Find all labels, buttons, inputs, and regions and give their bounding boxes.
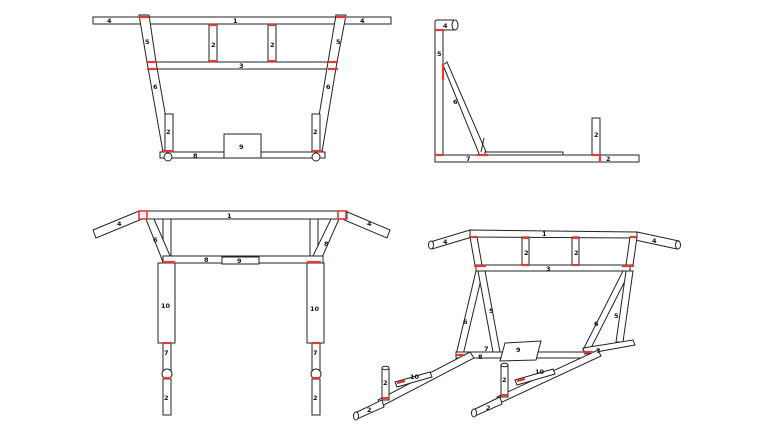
label-4: 4 [652,237,657,245]
label-10: 10 [535,368,545,376]
label-6: 6 [453,98,458,106]
top-bar-1 [138,210,348,220]
label-2: 2 [313,128,318,136]
label-2: 2 [574,249,579,257]
label-1: 1 [233,17,238,25]
label-9: 9 [239,143,244,151]
label-7: 7 [484,345,489,353]
label-8: 8 [478,353,483,361]
iso-right-upper [625,236,638,266]
label-5: 5 [489,307,494,315]
iso-left-plate-10 [394,371,433,388]
label-2: 2 [524,249,529,257]
iso-left-wing [429,229,473,250]
label-10: 10 [410,373,420,381]
iso-left-upper [469,236,483,266]
iso-bar-3 [475,264,631,272]
label-10: 10 [310,305,320,313]
label-2: 2 [594,131,599,139]
label-1: 1 [542,230,547,238]
label-6: 6 [463,318,468,326]
label-4: 4 [443,22,448,30]
top-view: 4 4 1 6 8 8 9 10 10 7 7 2 2 [92,210,391,416]
label-5: 5 [145,38,150,46]
label-8: 8 [193,152,198,160]
label-8: 8 [204,256,209,264]
label-7: 7 [596,347,601,355]
front-left-tube-end [163,152,173,162]
label-9: 9 [237,257,242,265]
label-2: 2 [486,404,491,412]
label-8: 8 [324,240,329,248]
side-plate-edge [480,137,485,153]
label-2: 2 [313,394,318,402]
label-6: 6 [326,83,331,91]
label-7: 7 [164,349,169,357]
label-2: 2 [166,128,171,136]
weld [396,379,406,385]
side-view: 4 5 6 7 2 2 [434,19,640,163]
iso-left-strut-6 [455,270,484,356]
label-2: 2 [164,394,169,402]
label-2: 2 [270,41,275,49]
iso-right-foot-end [471,408,477,418]
iso-right-plate-10 [514,368,556,386]
label-4: 4 [107,17,112,25]
iso-plate-9 [499,340,542,362]
label-1: 1 [227,212,232,220]
label-3: 3 [239,62,244,70]
iso-right-wing-end [675,240,681,250]
front-bar-1 [92,16,392,25]
weld [138,210,148,220]
label-2: 2 [211,41,216,49]
label-7: 7 [313,349,318,357]
label-5: 5 [336,38,341,46]
weld [516,377,526,383]
label-9: 9 [516,346,521,354]
iso-right-post-top [500,362,509,368]
top-right-leg-10 [306,262,325,344]
iso-left-post-top [381,365,390,371]
iso-left-wing-end [428,240,434,250]
side-vertical-post [434,23,444,158]
label-5: 5 [614,312,619,320]
side-top-tube-end [451,19,459,31]
label-4: 4 [367,220,372,228]
top-plate-9 [221,256,260,265]
label-5: 5 [437,50,442,58]
label-10: 10 [161,302,171,310]
label-4: 4 [443,238,448,246]
front-view: 4 4 1 2 2 3 5 5 6 6 2 2 8 9 [92,14,392,162]
side-plate [484,151,564,156]
iso-left-foot-end [353,411,359,421]
label-2: 2 [383,379,388,387]
side-diagonal-strut [442,61,488,157]
weld [337,210,347,220]
label-2: 2 [502,376,507,384]
label-4: 4 [360,17,365,25]
isometric-view: 4 4 1 2 2 3 6 5 6 5 8 9 7 10 10 2 2 2 2 … [353,229,681,421]
label-6: 6 [153,236,158,244]
iso-right-wing [634,231,680,250]
label-6: 6 [153,83,158,91]
top-right-wing [341,210,391,239]
label-2: 2 [606,155,611,163]
iso-top-bar-1 [469,229,638,239]
label-6: 6 [594,320,599,328]
front-right-tube-end [311,152,321,162]
label-3: 3 [546,265,551,273]
label-2: 2 [367,406,372,414]
label-4: 4 [117,220,122,228]
label-7: 7 [466,155,471,163]
front-plate-9 [223,133,262,159]
